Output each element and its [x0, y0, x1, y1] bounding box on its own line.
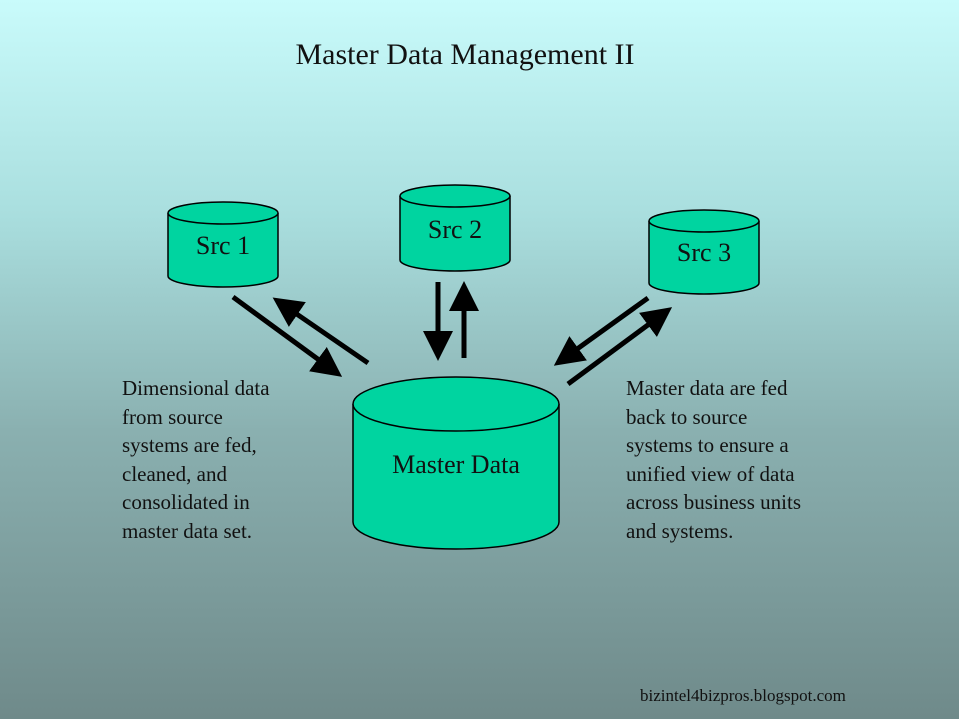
diagram-title: Master Data Management II	[295, 38, 635, 71]
master-data-cylinder	[352, 376, 560, 550]
src-1-cylinder	[167, 201, 279, 288]
src-3-cylinder	[648, 209, 760, 295]
left-description-line: cleaned, and	[122, 461, 227, 486]
right-description-line: across business units	[626, 490, 801, 515]
right-description-line: unified view of data	[626, 461, 795, 486]
src-2-label: Src 2	[427, 215, 483, 244]
right-description: Master data are fed back to source syste…	[626, 374, 801, 546]
right-description-line: Master data are fed	[626, 376, 788, 400]
right-description-line: systems to ensure a	[626, 433, 789, 458]
arrow-master-to-src1	[272, 297, 370, 366]
left-description-line: consolidated in	[122, 490, 250, 515]
arrow-src1-to-master	[231, 294, 343, 377]
left-description-line: systems are fed,	[122, 433, 257, 458]
left-description-line: Dimensional data	[122, 376, 270, 400]
arrow-master-to-src3	[566, 307, 673, 387]
src-2-cylinder	[399, 184, 511, 272]
master-data-label: Master Data	[392, 450, 520, 479]
left-description-line: from source	[122, 404, 223, 429]
right-description-line: back to source	[626, 404, 748, 429]
arrow-src3-to-master	[553, 295, 650, 366]
src-1-label: Src 1	[195, 231, 251, 260]
footer-url: bizintel4bizpros.blogspot.com	[640, 686, 846, 705]
left-description-line: master data set.	[122, 518, 253, 543]
right-description-line: and systems.	[626, 518, 734, 543]
src-3-label: Src 3	[676, 238, 732, 267]
left-description: Dimensional data from source systems are…	[122, 374, 270, 546]
